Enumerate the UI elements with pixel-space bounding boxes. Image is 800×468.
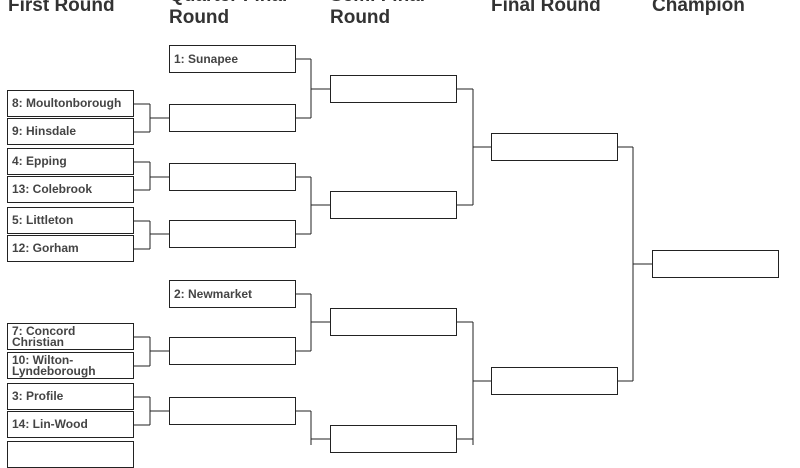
header-semi-final: Semi Final Round <box>330 0 425 28</box>
team-label: 4: Epping <box>12 154 67 168</box>
final-round-slot-2 <box>491 367 618 395</box>
bracket-page: { "headers": { "first_round": "First Rou… <box>7 0 779 468</box>
header-first-round: First Round <box>8 0 115 16</box>
team-label: 3: Profile <box>12 389 64 403</box>
first-round-slot-6: 12: Gorham <box>7 235 134 262</box>
team-label: 7: Concord Christian <box>12 323 76 349</box>
team-label: 5: Littleton <box>12 213 74 227</box>
team-label: 12: Gorham <box>12 241 79 255</box>
first-round-slot-1: 8: Moultonborough <box>7 90 134 117</box>
header-final-round: Final Round <box>491 0 601 16</box>
first-round-slot-11 <box>7 441 134 468</box>
first-round-slot-9: 3: Profile <box>7 383 134 410</box>
quarter-final-slot-6 <box>169 337 296 365</box>
first-round-slot-10: 14: Lin-Wood <box>7 411 134 438</box>
team-label: 2: Newmarket <box>174 286 253 301</box>
quarter-final-slot-4 <box>169 220 296 248</box>
champion-slot <box>652 250 779 278</box>
quarter-final-slot-3 <box>169 163 296 191</box>
semi-final-slot-2 <box>330 191 457 219</box>
team-label: 9: Hinsdale <box>12 124 77 138</box>
final-round-slot-1 <box>491 133 618 161</box>
team-label: 8: Moultonborough <box>12 96 122 110</box>
header-champion: Champion <box>652 0 745 16</box>
header-quarter-final: Quarter Final Round <box>169 0 287 28</box>
first-round-slot-8: 10: Wilton-Lyndeborough <box>7 352 134 379</box>
quarter-final-slot-2 <box>169 104 296 132</box>
team-label: 14: Lin-Wood <box>12 417 88 431</box>
team-label: 13: Colebrook <box>12 182 93 196</box>
first-round-slot-4: 13: Colebrook <box>7 176 134 203</box>
team-label: 1: Sunapee <box>174 51 239 66</box>
first-round-slot-7: 7: Concord Christian <box>7 323 134 350</box>
first-round-slot-3: 4: Epping <box>7 148 134 175</box>
semi-final-slot-1 <box>330 75 457 103</box>
semi-final-slot-4 <box>330 425 457 453</box>
semi-final-slot-3 <box>330 308 457 336</box>
first-round-slot-5: 5: Littleton <box>7 207 134 234</box>
quarter-final-slot-7 <box>169 397 296 425</box>
bracket-lines <box>134 58 652 445</box>
quarter-final-slot-1: 1: Sunapee <box>169 45 296 73</box>
team-label: 10: Wilton-Lyndeborough <box>12 352 96 378</box>
first-round-slot-2: 9: Hinsdale <box>7 118 134 145</box>
quarter-final-slot-5: 2: Newmarket <box>169 280 296 308</box>
